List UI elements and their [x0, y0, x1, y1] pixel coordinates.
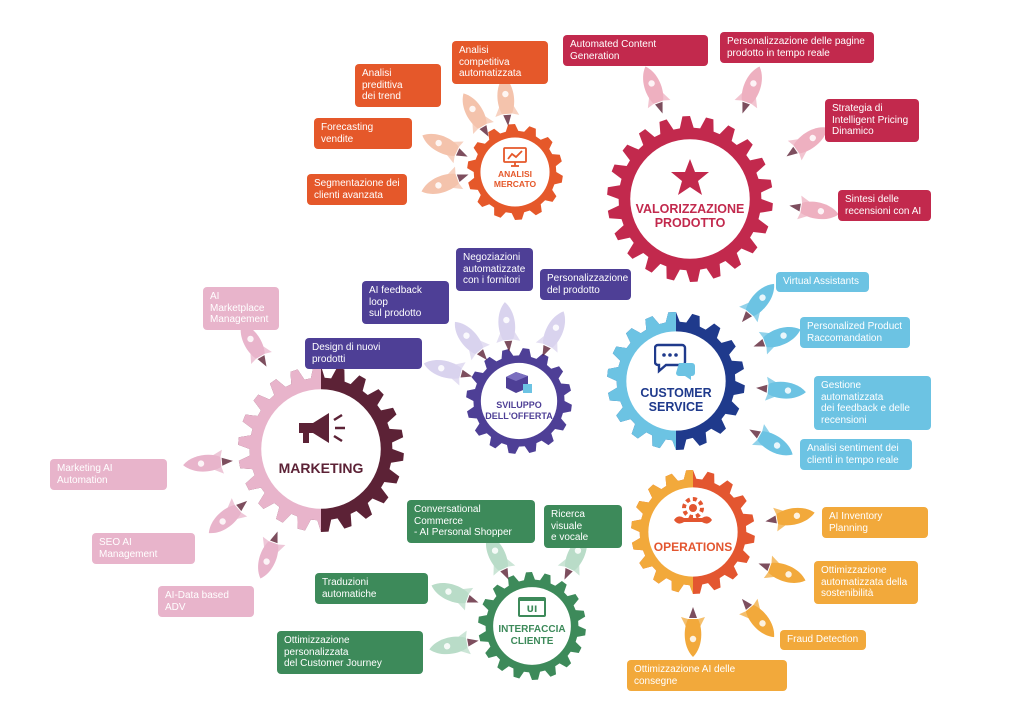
label-forecasting-vendite: Forecasting vendite: [314, 118, 412, 149]
label-segmentazione-clienti: Segmentazione dei clienti avanzata: [307, 174, 407, 205]
rocket-icon: [474, 527, 522, 588]
gear-operations: OPERATIONS: [631, 470, 755, 594]
rocket-icon: [180, 447, 236, 480]
ui-window-icon: UI: [517, 596, 547, 618]
label-ottimizzazione-sostenibilita: Ottimizzazione automatizzata della soste…: [814, 561, 918, 604]
gear-marketing: MARKETING: [238, 366, 404, 532]
rocket-icon: [228, 315, 279, 376]
hub-title-marketing: MARKETING: [278, 460, 364, 476]
label-design-nuovi-prodotti: Design di nuovi prodotti: [305, 338, 422, 369]
label-ai-marketplace: AI Marketplace Management: [203, 287, 279, 330]
rocket-icon: [785, 192, 843, 229]
hub-title-sviluppo: SVILUPPO DELL'OFFERTA: [485, 400, 553, 421]
label-traduzioni-automatiche: Traduzioni automatiche: [315, 573, 428, 604]
rocket-icon: [753, 374, 809, 407]
valorizzazione-gear-ring: [607, 116, 773, 282]
rocket-icon: [491, 299, 524, 355]
label-ottimizzazione-consegne: Ottimizzazione AI delle consegne: [627, 660, 787, 691]
analisi-gear-ring: [467, 124, 563, 220]
gear-valorizzazione-prodotto: VALORIZZAZIONE PRODOTTO: [607, 116, 773, 282]
label-virtual-assistants: Virtual Assistants: [776, 272, 869, 292]
rocket-icon: [529, 304, 577, 365]
label-analisi-sentiment: Analisi sentiment dei clienti in tempo r…: [800, 439, 912, 470]
rocket-icon: [490, 73, 523, 129]
gear-interfaccia-cliente: UI INTERFACCIA CLIENTE: [478, 572, 586, 680]
rocket-icon: [443, 311, 499, 370]
hub-title-analisi: ANALISI MERCATO: [493, 169, 537, 189]
sviluppo-gear-ring: [466, 348, 572, 454]
gear-customer-service: CUSTOMER SERVICE: [607, 312, 745, 450]
chat-bubbles-icon: [654, 342, 698, 380]
gear-analisi-mercato: ANALISI MERCATO: [467, 124, 563, 220]
label-negoziazioni-fornitori: Negoziazioni automatizzate con i fornito…: [456, 248, 533, 291]
label-analisi-competitiva: Analisi competitiva automatizzata: [452, 41, 548, 84]
rocket-icon: [198, 489, 257, 545]
rocket-icon: [632, 60, 677, 120]
rocket-icon: [418, 349, 477, 390]
customer-gear-ring: [607, 312, 745, 450]
rocket-icon: [425, 627, 483, 664]
label-automated-content-generation: Automated Content Generation: [563, 35, 708, 66]
label-personalizzazione-pagine: Personalizzazione delle pagine prodotto …: [720, 32, 874, 63]
label-sintesi-recensioni: Sintesi delle recensioni con AI: [838, 190, 931, 221]
hub-title-valorizzazione: VALORIZZAZIONE PRODOTTO: [635, 202, 745, 230]
star-icon: [670, 158, 710, 196]
megaphone-icon: [295, 410, 347, 448]
rocket-icon: [730, 588, 786, 647]
rocket-icon: [425, 572, 485, 617]
label-conversational-commerce: Conversational Commerce - AI Personal Sh…: [407, 500, 535, 543]
rocket-icon: [761, 499, 819, 536]
gear-wrench-icon: [671, 494, 715, 532]
label-ricerca-visuale: Ricerca visuale e vocale: [544, 505, 622, 548]
gear-sviluppo-offerta: SVILUPPO DELL'OFFERTA: [466, 348, 572, 454]
rocket-icon: [679, 605, 707, 659]
marketing-gear-ring: [238, 366, 404, 532]
rocket-icon: [777, 115, 837, 169]
rocket-icon: [730, 273, 786, 332]
label-analisi-predittiva: Analisi predittiva dei trend: [355, 64, 441, 107]
label-ai-inventory-planning: AI Inventory Planning: [822, 507, 928, 538]
label-seo-ai-management: SEO AI Management: [92, 533, 195, 564]
rocket-icon: [747, 316, 807, 361]
chart-board-icon: [503, 147, 527, 167]
rocket-icon: [415, 122, 476, 170]
label-ottimizzazione-customer-journey: Ottimizzazione personalizzata del Custom…: [277, 631, 423, 674]
hub-title-interfaccia: INTERFACCIA CLIENTE: [498, 624, 566, 647]
label-ai-feedback-loop: AI feedback loop sul prodotto: [362, 281, 449, 324]
hub-title-operations: OPERATIONS: [653, 540, 733, 554]
svg-text:UI: UI: [527, 605, 538, 615]
hub-title-customer: CUSTOMER SERVICE: [640, 386, 712, 414]
label-personalizzazione-prodotto: Personalizzazione del prodotto: [540, 269, 631, 300]
operations-gear-ring: [631, 470, 755, 594]
label-intelligent-pricing: Strategia di Intelligent Pricing Dinamic…: [825, 99, 919, 142]
rocket-icon: [415, 161, 475, 206]
box-icon: [504, 370, 534, 396]
rocket-icon: [729, 60, 774, 120]
interfaccia-gear-ring: [478, 572, 586, 680]
label-personalized-product: Personalized Product Raccomandation: [800, 317, 910, 348]
rocket-icon: [247, 525, 292, 585]
label-fraud-detection: Fraud Detection: [780, 630, 866, 650]
label-gestione-feedback: Gestione automatizzata dei feedback e de…: [814, 376, 931, 430]
label-marketing-ai-automation: Marketing AI Automation: [50, 459, 167, 490]
rocket-icon: [741, 416, 802, 467]
label-ai-data-based-adv: AI-Data based ADV: [158, 586, 254, 617]
rocket-icon: [752, 550, 812, 595]
rocket-icon: [450, 85, 501, 146]
